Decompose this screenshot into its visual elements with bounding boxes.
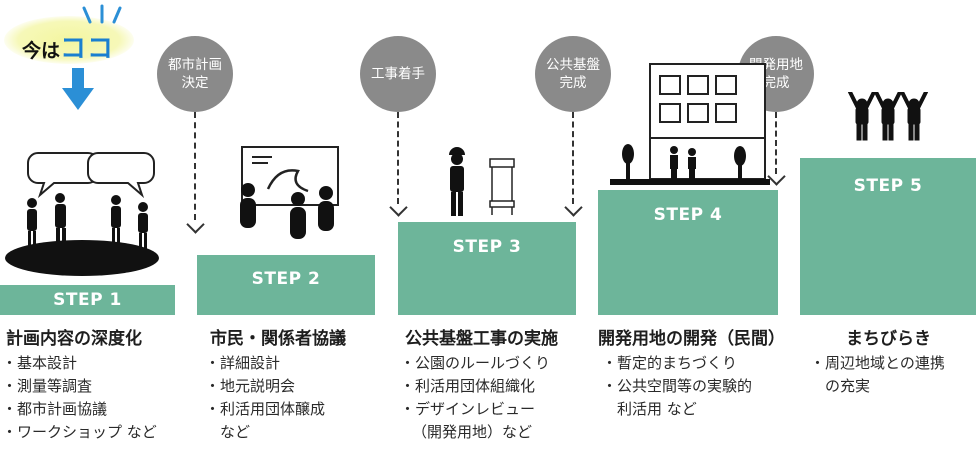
- step-4-items: ・暫定的まちづくり ・公共空間等の実験的 利活用 など: [602, 352, 752, 421]
- list-item: ・周辺地域との連携: [810, 354, 945, 372]
- connector-3: [572, 112, 574, 204]
- step-2-label: STEP 2: [251, 269, 321, 289]
- milestone-2: 工事着手: [360, 36, 436, 112]
- chevron-down-icon: [186, 215, 205, 234]
- list-item: ・利活用団体醸成: [205, 400, 326, 418]
- list-item: など: [205, 423, 251, 441]
- step-4-label: STEP 4: [653, 205, 723, 225]
- construction-illustration: [449, 147, 515, 216]
- step-2-items: ・詳細設計 ・地元説明会 ・利活用団体醸成 など: [205, 352, 325, 444]
- list-item: ・詳細設計: [205, 354, 281, 372]
- building-illustration: [610, 63, 770, 185]
- list-item: 利活用 など: [602, 400, 697, 418]
- step-1-items: ・基本設計 ・測量等調査 ・都市計画協議 ・ワークショップ など: [2, 352, 157, 444]
- here-highlight-text: ココ: [60, 34, 115, 64]
- celebration-illustration: [848, 92, 928, 141]
- chevron-down-icon: [389, 198, 408, 217]
- list-item: の充実: [810, 377, 871, 395]
- here-label: 今はココ: [22, 28, 114, 65]
- milestone-2-line1: 工事着手: [371, 66, 425, 82]
- connector-2: [397, 112, 399, 204]
- here-prefix: 今は: [22, 40, 61, 62]
- connector-1: [194, 112, 196, 220]
- meeting-illustration: [5, 152, 159, 276]
- list-item: ・都市計画協議: [2, 400, 108, 418]
- milestone-3-line2: 完成: [559, 75, 587, 91]
- step-5-label: STEP 5: [853, 176, 923, 196]
- step-5-block: STEP 5: [800, 158, 976, 315]
- milestone-1-line2: 決定: [181, 75, 209, 91]
- list-item: ・基本設計: [2, 354, 78, 372]
- step-1-label: STEP 1: [53, 290, 122, 310]
- chevron-down-icon: [564, 198, 583, 217]
- step-5-items: ・周辺地域との連携 の充実: [810, 352, 945, 398]
- step-3-items: ・公園のルールづくり ・利活用団体組織化 ・デザインレビュー （開発用地）など: [400, 352, 550, 444]
- milestone-1-line1: 都市計画: [168, 57, 222, 73]
- step-5-title: まちびらき: [846, 329, 931, 349]
- list-item: ・地元説明会: [205, 377, 296, 395]
- milestone-3: 公共基盤 完成: [535, 36, 611, 112]
- list-item: ・測量等調査: [2, 377, 93, 395]
- step-1-block: STEP 1: [0, 285, 175, 315]
- sparkle-icon: [82, 4, 122, 24]
- connector-4: [775, 112, 777, 174]
- down-arrow-icon: [62, 68, 94, 110]
- step-3-block: STEP 3: [398, 222, 576, 315]
- here-highlight: [4, 16, 134, 64]
- chevron-down-icon: [767, 167, 786, 186]
- step-3-label: STEP 3: [452, 237, 522, 257]
- step-3-title: 公共基盤工事の実施: [405, 329, 558, 349]
- step-4-title: 開発用地の開発（民間）: [598, 329, 785, 349]
- step-2-block: STEP 2: [197, 255, 375, 315]
- milestone-3-line1: 公共基盤: [546, 57, 600, 73]
- list-item: ・利活用団体組織化: [400, 377, 536, 395]
- list-item: ・公共空間等の実験的: [602, 377, 753, 395]
- step-1-title: 計画内容の深度化: [6, 329, 142, 349]
- list-item: ・デザインレビュー: [400, 400, 536, 418]
- step-4-block: STEP 4: [598, 190, 778, 315]
- milestone-4-line2: 完成: [762, 75, 790, 91]
- list-item: ・暫定的まちづくり: [602, 354, 738, 372]
- whiteboard-illustration: [240, 146, 339, 239]
- list-item: ・ワークショップ など: [2, 423, 157, 441]
- milestone-1: 都市計画 決定: [157, 36, 233, 112]
- list-item: ・公園のルールづくり: [400, 354, 551, 372]
- list-item: （開発用地）など: [412, 423, 533, 441]
- step-2-title: 市民・関係者協議: [210, 329, 346, 349]
